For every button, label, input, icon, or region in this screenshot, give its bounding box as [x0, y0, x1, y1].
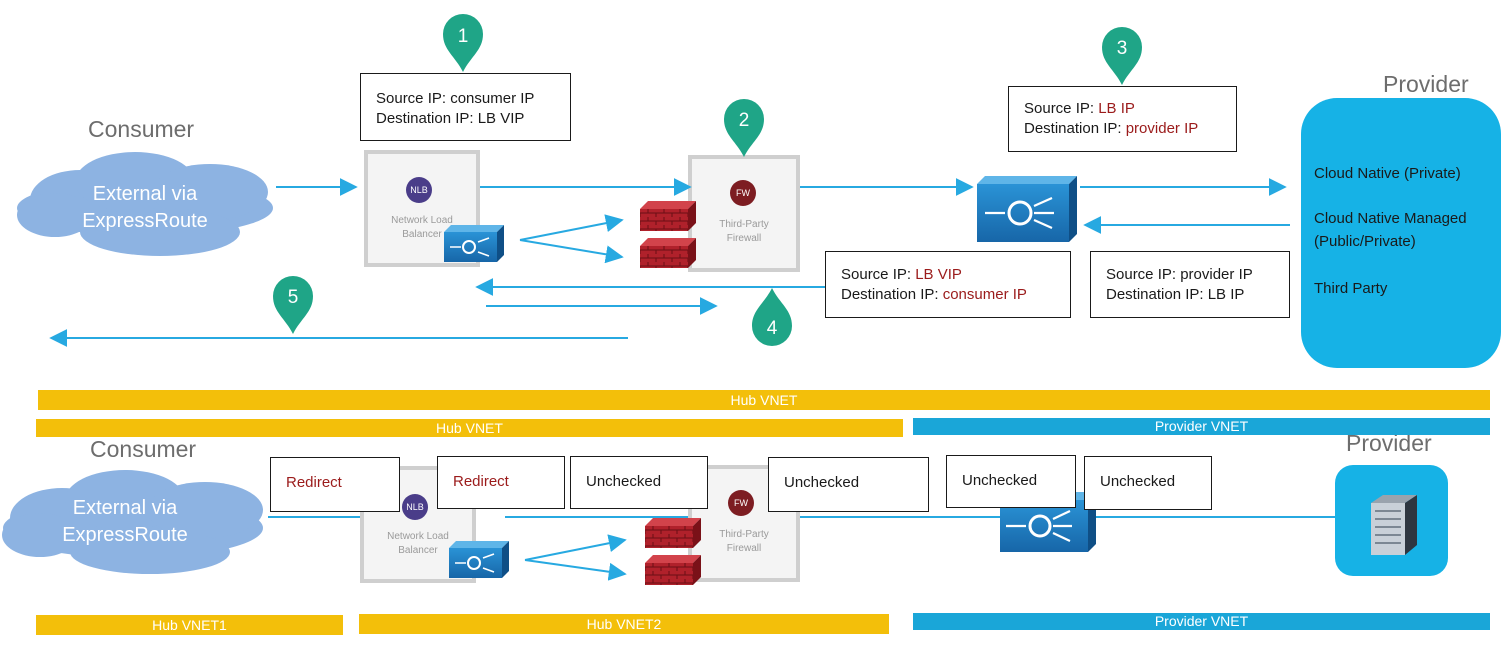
location-pin-icon: 1 [443, 14, 483, 72]
load-balancer-icon [977, 176, 1077, 242]
unchecked-tag: Unchecked [1084, 456, 1212, 510]
provider-server-tile [1335, 465, 1448, 576]
cloud-shape [17, 152, 273, 256]
provider-item: Cloud Native Managed [1314, 210, 1467, 227]
server-icon [1371, 495, 1417, 555]
provider-item: (Public/Private) [1314, 233, 1416, 250]
ip-info-box-1: Source IP: consumer IP Destination IP: L… [360, 73, 571, 141]
nlb-label: Network Load Balancer [387, 531, 449, 556]
cloud-label: External via ExpressRoute [82, 183, 208, 232]
provider-vnet-bar: Provider VNET [913, 613, 1490, 630]
firewall-card [688, 155, 800, 272]
consumer-title: Consumer [88, 116, 195, 142]
cloud-shape [2, 470, 263, 574]
location-pin-icon: 5 [273, 276, 313, 334]
svg-text:2: 2 [739, 110, 750, 131]
ip-info-box-4: Source IP: LB VIP Destination IP: consum… [825, 251, 1071, 318]
redirect-tag: Redirect [270, 457, 400, 512]
provider-item: Cloud Native (Private) [1314, 165, 1461, 182]
provider-item: Third Party [1314, 280, 1388, 297]
location-pin-icon: 3 [1102, 27, 1142, 85]
fw-label: Third-Party Firewall [719, 219, 769, 244]
svg-text:5: 5 [288, 287, 299, 308]
provider-vnet-bar: Provider VNET [913, 418, 1490, 435]
nlb-badge: NLB [410, 185, 428, 195]
fw-badge: FW [736, 188, 750, 198]
svg-text:3: 3 [1117, 38, 1128, 59]
svg-text:1: 1 [458, 26, 469, 47]
provider-title: Provider [1383, 71, 1469, 97]
unchecked-tag: Unchecked [768, 457, 929, 512]
consumer-title: Consumer [90, 436, 197, 462]
location-pin-icon: 4 [752, 288, 792, 346]
fw-label: Third-Party Firewall [719, 529, 769, 554]
hub-vnet-bar: Hub VNET [38, 390, 1490, 410]
hub-vnet2-bar: Hub VNET2 [359, 614, 889, 634]
ip-info-box-3: Source IP: LB IP Destination IP: provide… [1008, 86, 1237, 152]
location-pin-icon: 2 [724, 99, 764, 157]
nlb-badge: NLB [406, 502, 424, 512]
unchecked-tag: Unchecked [946, 455, 1076, 508]
svg-text:4: 4 [767, 318, 778, 339]
provider-services-box: Cloud Native (Private) Cloud Native Mana… [1301, 98, 1501, 368]
fw-badge: FW [734, 498, 748, 508]
unchecked-tag: Unchecked [570, 456, 708, 509]
load-balancer-icon [449, 541, 509, 578]
hub-vnet1-bar: Hub VNET1 [36, 615, 343, 635]
hub-vnet-bar: Hub VNET [36, 419, 903, 437]
ip-info-box-return: Source IP: provider IP Destination IP: L… [1090, 251, 1290, 318]
cloud-label: External via ExpressRoute [62, 497, 188, 546]
nlb-label: Network Load Balancer [391, 215, 453, 240]
firewall-icon [640, 201, 696, 268]
load-balancer-icon [444, 225, 504, 262]
flow-arrows-top [49, 178, 1290, 347]
flow-arrows-bottom [268, 516, 1335, 581]
redirect-tag: Redirect [437, 456, 565, 509]
